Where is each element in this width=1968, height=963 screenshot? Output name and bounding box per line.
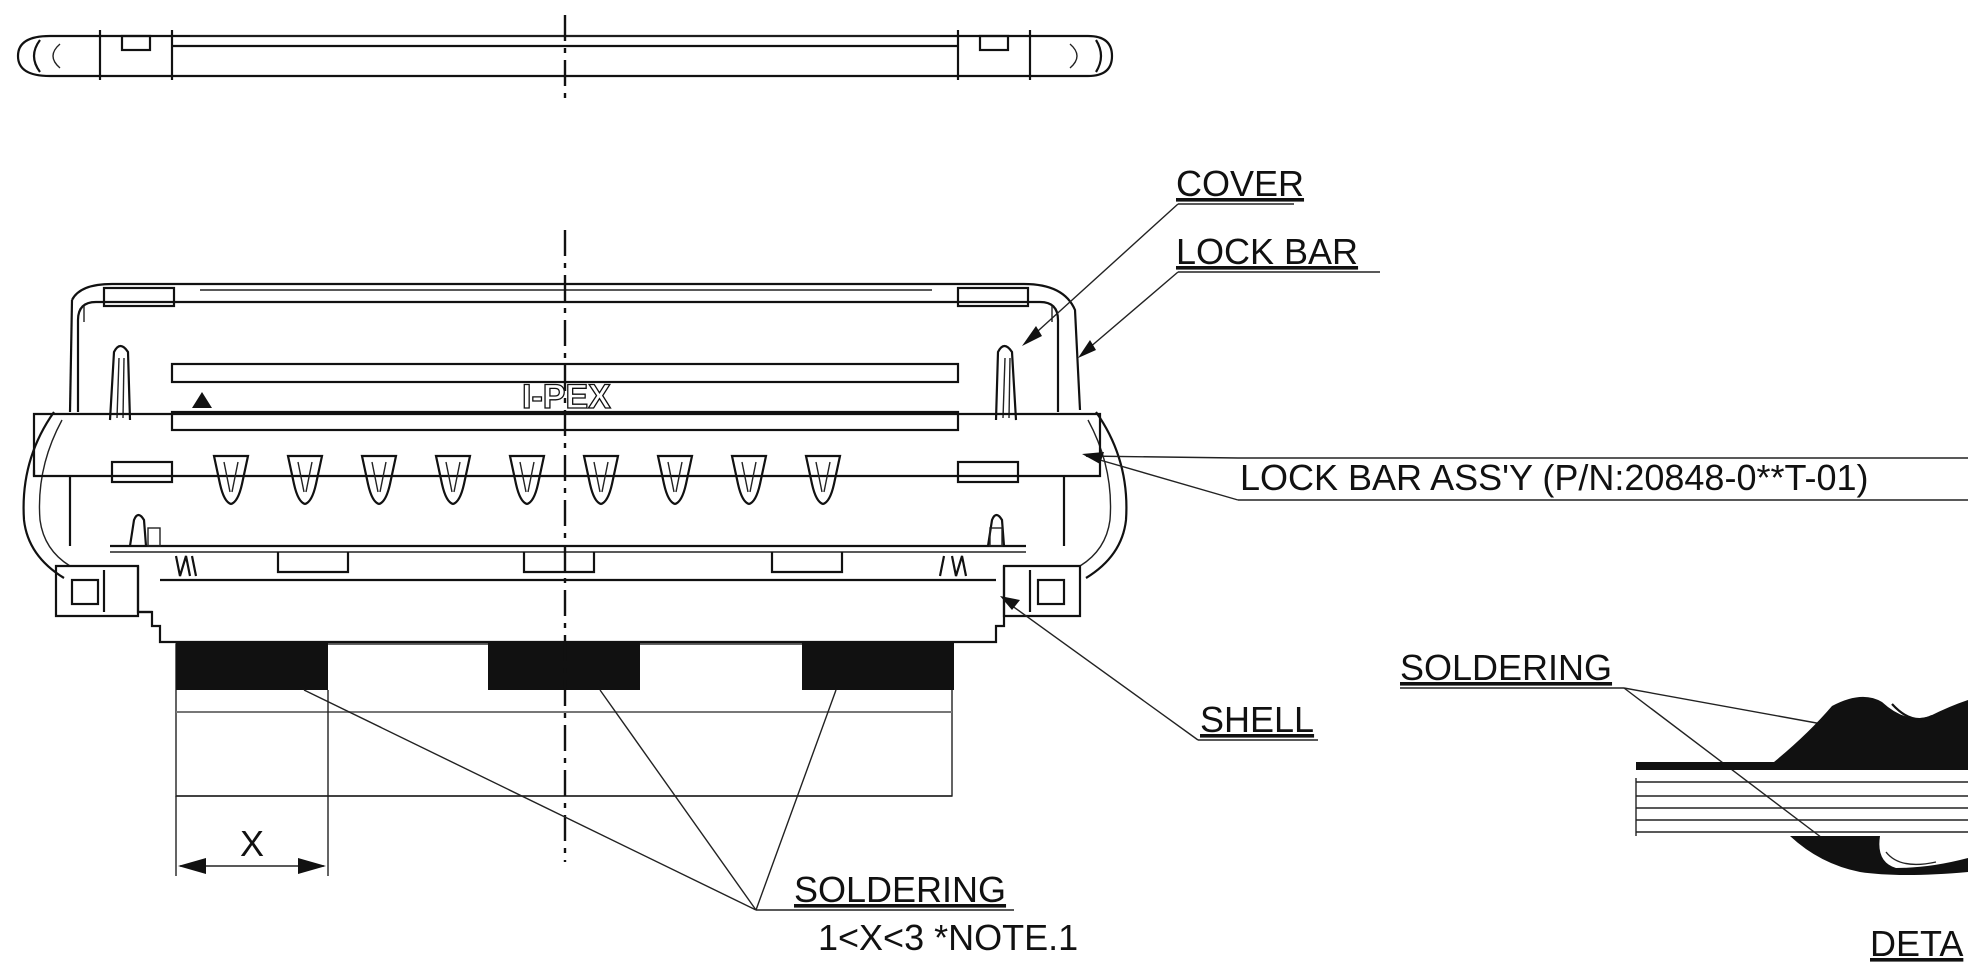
dimension-x-label: X — [240, 823, 264, 864]
brand-marking: I-PEX — [522, 378, 611, 416]
soldering-detail-label: SOLDERING — [1400, 647, 1612, 688]
soldering-main-label: SOLDERING — [794, 869, 1006, 910]
lock-bar-assy-label: LOCK BAR ASS'Y (P/N:20848-0**T-01) — [1240, 457, 1869, 498]
callout-cover: COVER — [1022, 163, 1304, 346]
dimension-x: X — [175, 690, 329, 876]
soldering-note: 1<X<3 *NOTE.1 — [818, 917, 1078, 958]
solder-pad-right — [802, 642, 954, 690]
front-view-connector: I-PEX — [22, 230, 1128, 862]
shell-label: SHELL — [1200, 699, 1314, 740]
contact-fingers — [212, 454, 842, 506]
top-view-connector — [16, 15, 1114, 98]
detail-view: SOLDERING DETA — [1400, 647, 1968, 963]
solder-pad-left — [176, 642, 328, 690]
cover-label: COVER — [1176, 163, 1304, 204]
callout-shell: SHELL — [1000, 596, 1318, 741]
lock-bar-label: LOCK BAR — [1176, 231, 1358, 272]
callout-lock-bar: LOCK BAR — [1078, 231, 1380, 358]
callout-soldering-main: SOLDERING 1<X<3 *NOTE.1 — [303, 689, 1078, 958]
callout-lock-bar-assy: LOCK BAR ASS'Y (P/N:20848-0**T-01) — [1082, 452, 1968, 501]
detail-caption: DETA — [1870, 923, 1963, 963]
